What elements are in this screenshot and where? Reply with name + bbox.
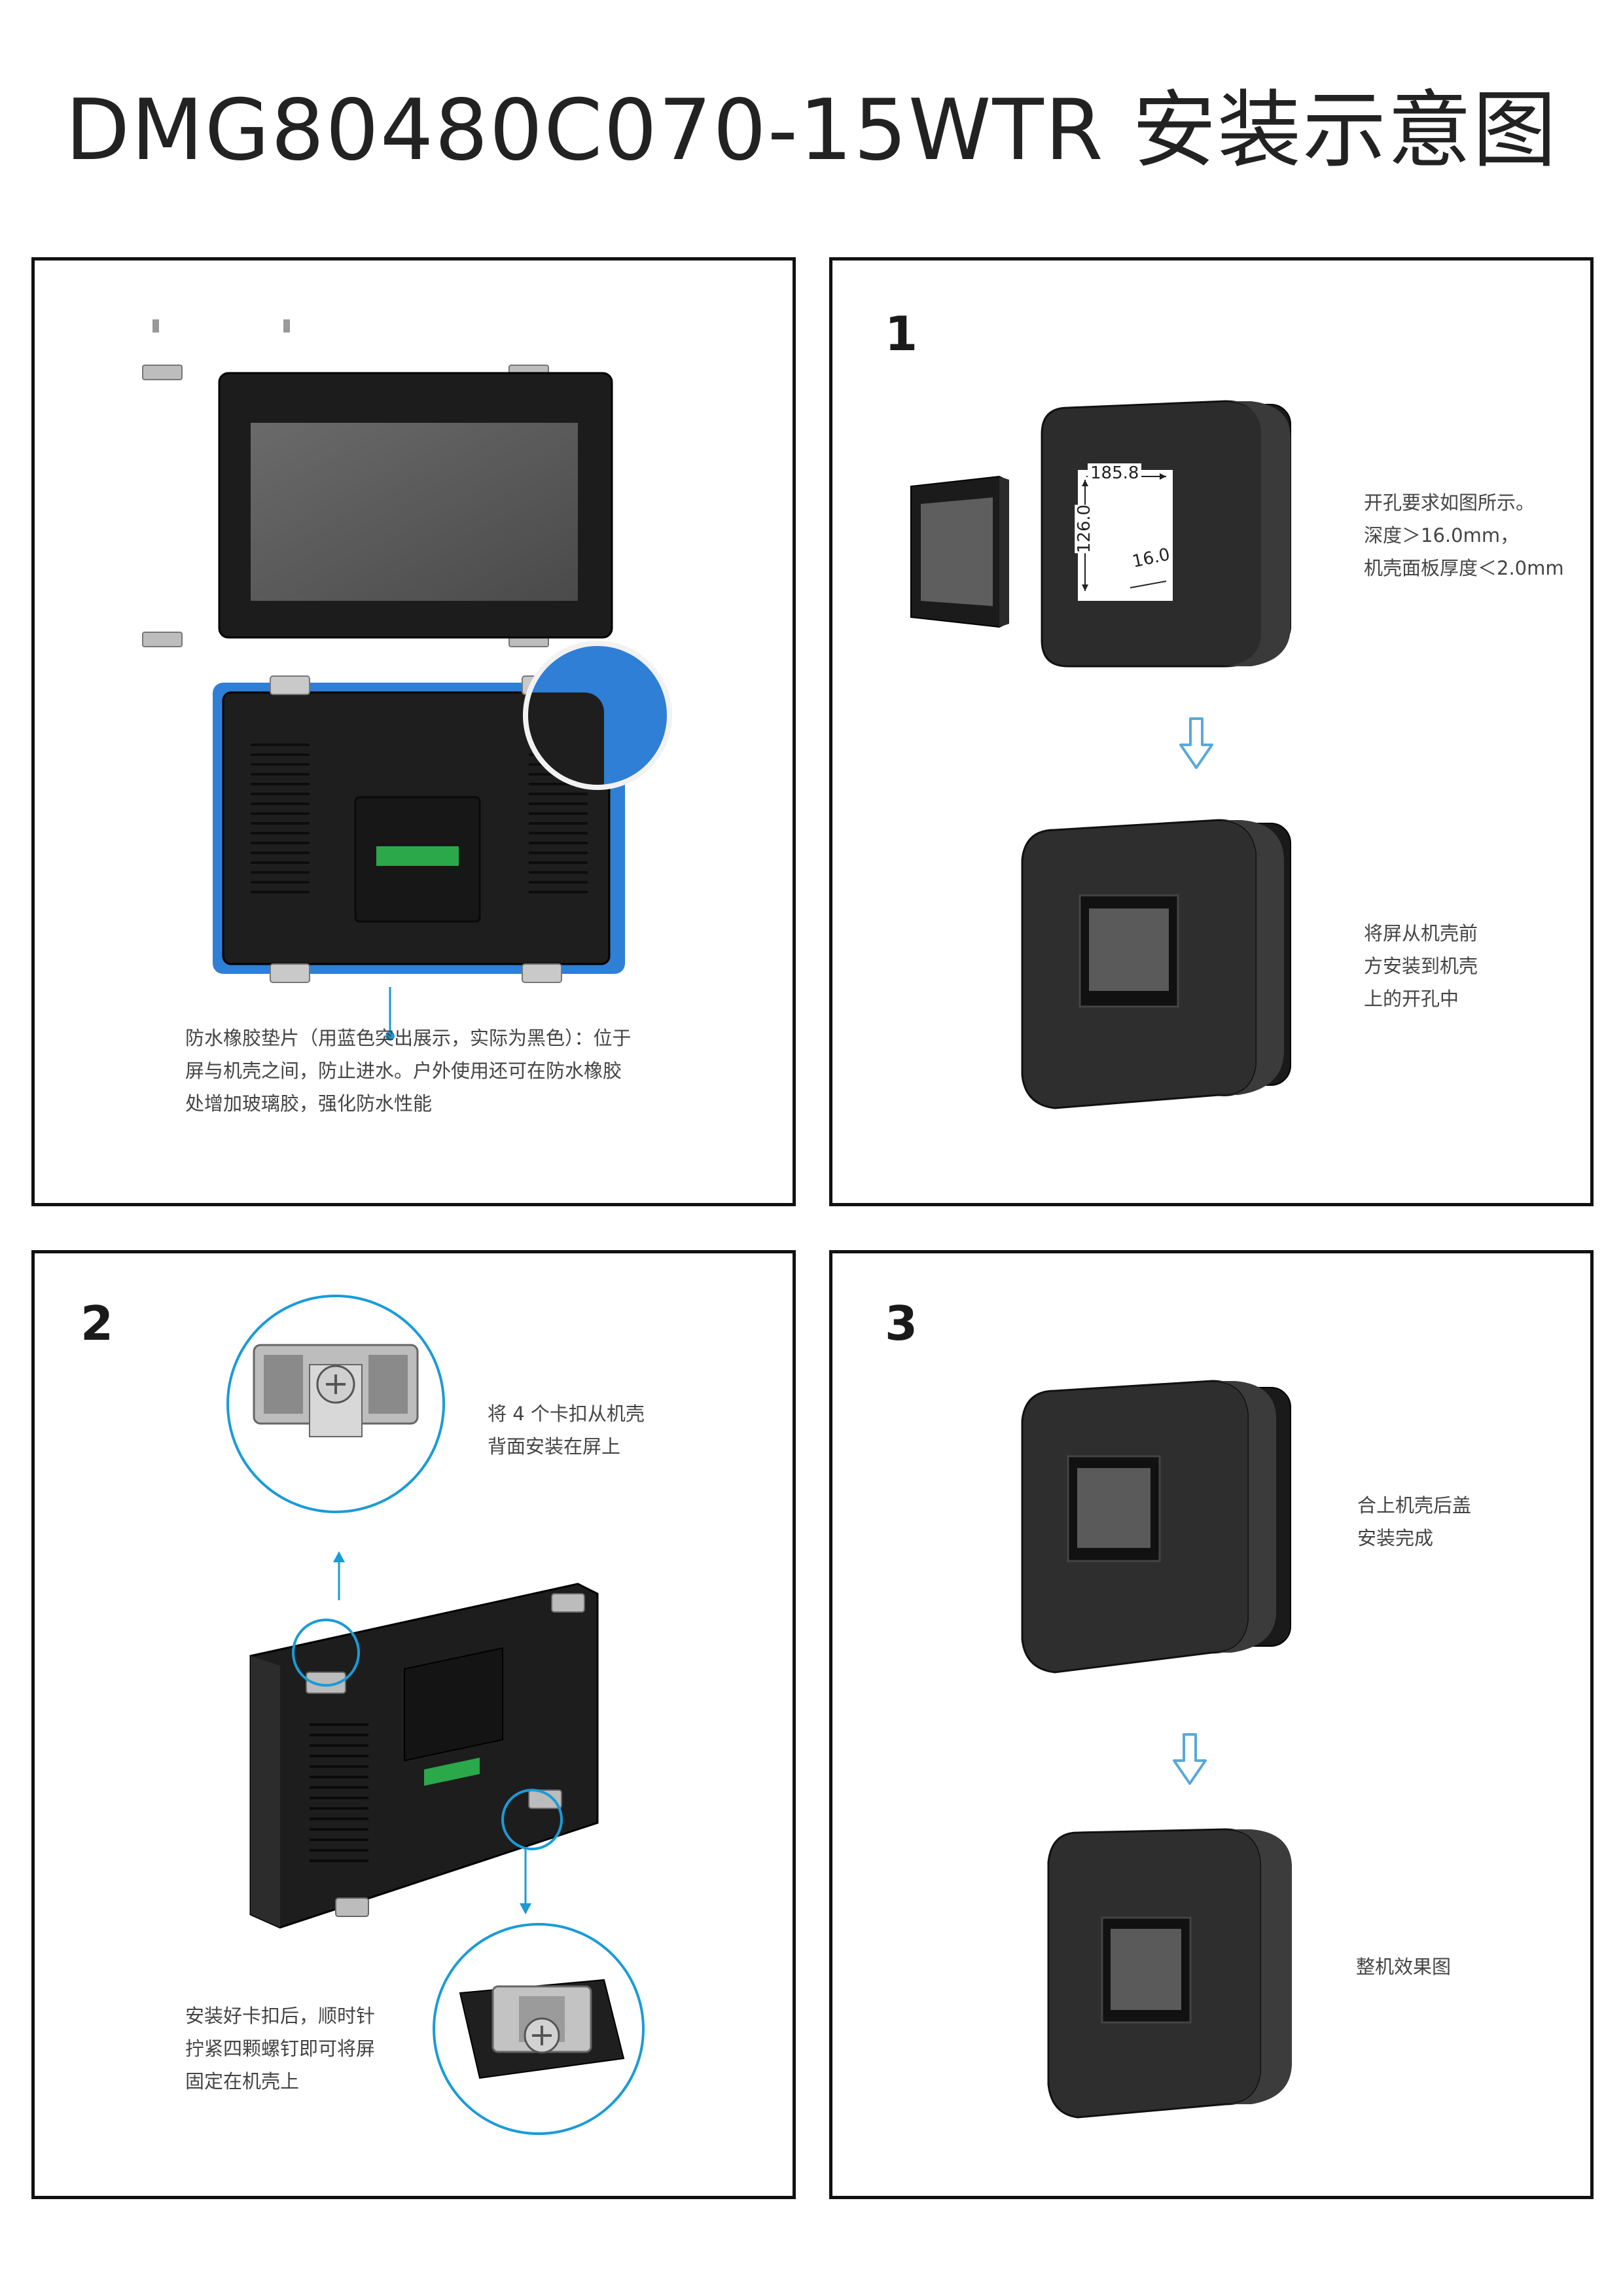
up-arrow-icon [333,1551,345,1600]
final-note: 整机效果图 [1356,1956,1452,1978]
clip-detail-top [226,1295,445,1513]
display-front [142,319,613,647]
cutout-width-dim: 185.8 [1088,463,1142,483]
display-back-perspective [249,1583,599,1929]
down-arrow-icon [520,1849,531,1914]
gasket-detail-magnifier [523,641,672,790]
screws-note: 安装好卡扣后，顺时针 拧紧四颗螺钉即可将屏 固定在机壳上 [185,2005,376,2092]
screen-module [910,475,1009,628]
panel-gasket: 防水橡胶垫片（用蓝色突出展示，实际为黑色）：位于 屏与机壳之间，防止进水。户外使… [31,257,796,1206]
step3-illustration [1021,1380,1292,2119]
panel-step-2: 2 [31,1250,796,2199]
display-back-with-gasket [213,675,625,983]
cutout-note: 开孔要求如图所示。 深度＞16.0mm， 机壳面板厚度＜2.0mm [1364,492,1564,579]
step2-illustration [226,1295,645,2135]
enclosure-complete [1047,1828,1292,2119]
step-number: 2 [80,1296,114,1351]
cover-note: 合上机壳后盖 安装完成 [1357,1494,1472,1549]
screw-detail-bottom [433,1923,645,2135]
enclosure-mounted [1021,819,1291,1109]
gasket-note: 防水橡胶垫片（用蓝色突出展示，实际为黑色）：位于 屏与机壳之间，防止进水。户外使… [185,1027,632,1115]
clips-note: 将 4 个卡扣从机壳 背面安装在屏上 [488,1403,645,1458]
panel-step-1: 1 [829,257,1594,1206]
panel-step-3: 3 合上机壳后盖 安装完成 整机效果图 [829,1250,1594,2199]
page-title: DMG80480C070-15WTR 安装示意图 [65,82,1558,179]
step-number: 1 [885,306,918,361]
cutout-height-dim: 126.0 [1075,504,1095,554]
enclosure-closing [1021,1380,1291,1674]
step1-illustration [910,400,1291,1109]
down-arrow-icon [1173,1733,1207,1785]
mount-note: 将屏从机壳前 方安装到机壳 上的开孔中 [1364,922,1478,1010]
step-number: 3 [885,1296,918,1351]
screw-icon [316,1365,355,1404]
gasket-illustration [142,319,672,1041]
screw-icon [524,2017,560,2054]
down-arrow-icon [1179,717,1213,769]
